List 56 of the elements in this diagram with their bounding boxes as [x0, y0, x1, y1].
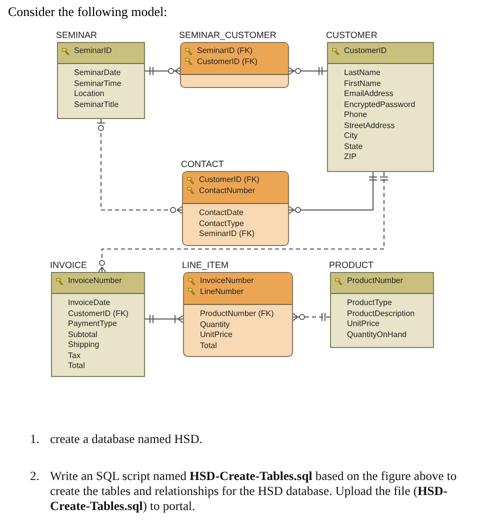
relationship-line	[144, 66, 180, 76]
attribute-field: ProductType	[347, 298, 392, 308]
attribute-field: EmailAddress	[344, 89, 394, 100]
relationship-line	[96, 118, 182, 214]
attribute-field: Subtotal	[68, 330, 98, 340]
attribute-field: FirstName	[344, 78, 381, 89]
relationship-line	[288, 66, 328, 76]
table-name: SEMINAR_CUSTOMER	[179, 30, 276, 40]
table-name: INVOICE	[50, 260, 88, 270]
attribute-field: Tax	[68, 350, 80, 361]
attribute-field: LastName	[344, 68, 380, 78]
attribute-field: UnitPrice	[200, 330, 232, 340]
attribute-field: CustomerID (FK)	[68, 308, 128, 319]
relationship-line	[144, 314, 184, 324]
attribute-field: QuantityOnHand	[347, 330, 407, 340]
attribute-field: ContactType	[199, 218, 244, 229]
list-number: 1.	[30, 432, 40, 447]
attribute-field: ProductDescription	[347, 308, 415, 319]
relationship-line	[292, 312, 330, 322]
attribute-field: Total	[68, 361, 85, 372]
table-name: SEMINAR	[56, 30, 98, 40]
table-name: PRODUCT	[329, 260, 374, 270]
primary-key-field: SeminarID (FK)	[197, 46, 253, 56]
attribute-field: ContactDate	[199, 208, 244, 218]
table-name: CONTACT	[181, 159, 224, 169]
attribute-field: City	[344, 131, 358, 142]
attribute-field: StreetAddress	[344, 120, 395, 131]
attribute-field: SeminarTitle	[74, 100, 119, 110]
instruction-text: Write an SQL script named HSD-Create-Tables.sql based on the figure above to create the tables and relationships for the HSD database. Upload the file (HSD-Create-Tables.sql) to portal.	[50, 469, 458, 514]
attribute-field: PaymentType	[68, 319, 117, 330]
attribute-field: Phone	[344, 110, 368, 120]
attribute-field: ProductNumber (FK)	[200, 309, 274, 320]
table-name: CUSTOMER	[326, 30, 378, 40]
primary-key-field: LineNumber	[200, 286, 244, 297]
primary-key-field: ContactNumber	[199, 186, 256, 196]
primary-key-field: InvoiceNumber	[200, 276, 254, 286]
attribute-field: SeminarID (FK)	[199, 229, 255, 240]
attribute-field: Quantity	[200, 320, 230, 330]
attribute-field: InvoiceDate	[68, 298, 110, 308]
attribute-field: ZIP	[344, 152, 356, 162]
list-number: 2.	[30, 469, 40, 484]
instruction-text: create a database named HSD.	[50, 432, 204, 447]
relationship-line	[98, 172, 388, 272]
attribute-field: State	[344, 142, 363, 152]
table-name: LINE_ITEM	[182, 260, 229, 270]
attribute-field: Total	[200, 340, 217, 351]
primary-key-field: CustomerID (FK)	[199, 175, 260, 186]
attribute-field: Shipping	[68, 340, 100, 350]
attribute-field: SeminarTime	[74, 78, 122, 89]
attribute-field: Location	[74, 89, 104, 100]
attribute-field: EncryptedPassword	[344, 100, 416, 110]
heading: Consider the following model:	[8, 4, 168, 20]
attribute-field: UnitPrice	[347, 319, 380, 330]
primary-key-field: CustomerID (FK)	[197, 56, 258, 67]
relationship-line	[288, 172, 378, 214]
attribute-field: SeminarDate	[74, 68, 121, 78]
